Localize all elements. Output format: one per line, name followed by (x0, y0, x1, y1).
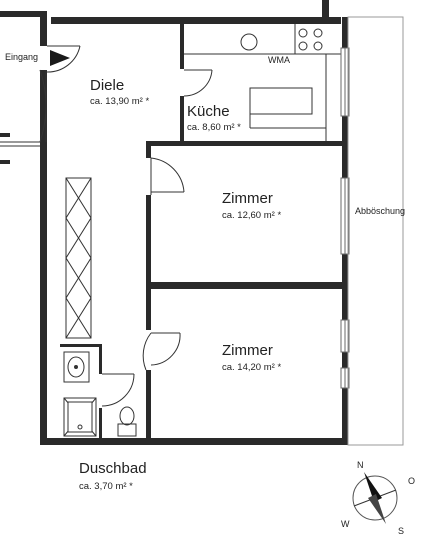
wall-top-stub (322, 0, 329, 17)
wall-corridor-right-mid (146, 195, 151, 330)
room-name-diele: Diele (90, 77, 125, 94)
room-name-kueche: Küche (187, 103, 230, 120)
wall-corridor-right (146, 141, 151, 158)
wall-bath-top (60, 344, 102, 347)
wall-kitchen-bottom (146, 141, 342, 146)
entrance-arrow-icon (50, 50, 70, 66)
wall-bath-right-low (99, 408, 102, 440)
slope-label: Abböschung (355, 206, 406, 216)
wall-corridor-right-low (146, 370, 151, 440)
compass-west: W (341, 519, 350, 529)
slope-outline (347, 16, 404, 446)
wall-zimmer-divider (146, 282, 342, 289)
wardrobe (65, 177, 92, 339)
bathroom-fixtures (63, 351, 137, 437)
wall-left (40, 70, 47, 440)
compass-north: N (357, 460, 364, 470)
room-area-diele: ca. 13,90 m² * (90, 96, 150, 107)
compass-east: O (408, 476, 416, 486)
room-name-bad: Duschbad (79, 460, 147, 477)
wma-label: WMA (268, 55, 290, 65)
compass-south: S (398, 526, 405, 536)
wall-kitchen-left-low (180, 96, 184, 141)
compass-icon (352, 472, 398, 524)
wall-bath-right (99, 344, 102, 374)
kitchen-fixtures (184, 24, 342, 141)
wall-bottom (40, 438, 348, 445)
wall-top (51, 17, 341, 24)
entrance-label: Eingang (5, 52, 39, 62)
wall-top-left (0, 11, 40, 17)
room-area-zimmer2: ca. 14,20 m² * (222, 362, 282, 373)
wall-kitchen-left (180, 24, 184, 69)
room-area-bad: ca. 3,70 m² * (79, 481, 133, 492)
room-name-zimmer2: Zimmer (222, 342, 273, 359)
room-name-zimmer1: Zimmer (222, 190, 273, 207)
room-area-kueche: ca. 8,60 m² * (187, 122, 241, 133)
room-area-zimmer1: ca. 12,60 m² * (222, 210, 282, 221)
wall-left-top (40, 11, 47, 46)
